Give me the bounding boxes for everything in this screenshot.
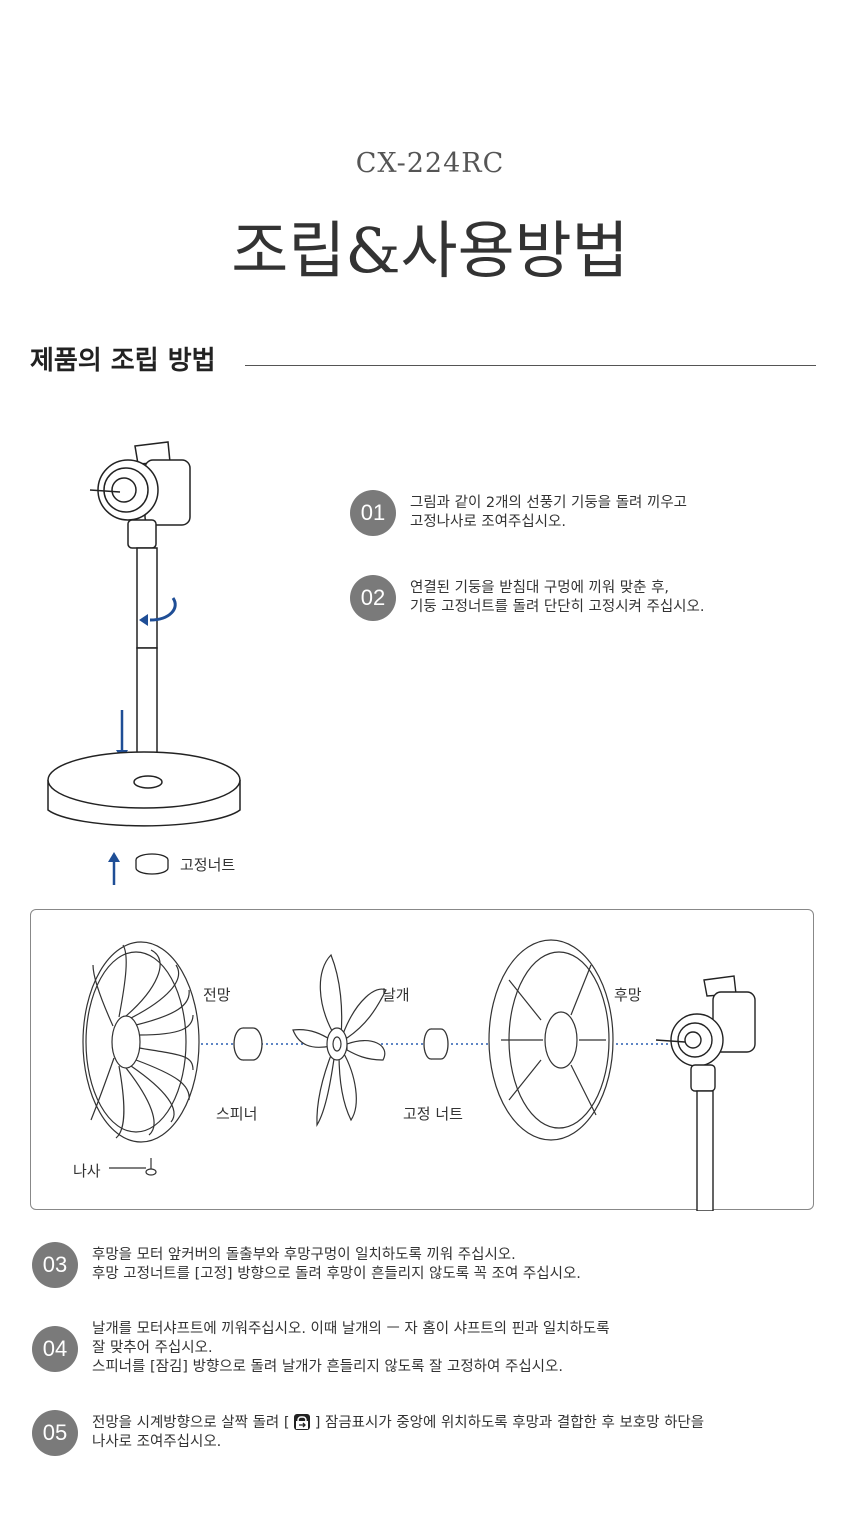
fixing-nut-part-label: 고정 너트 (403, 1105, 463, 1123)
step-line: 연결된 기둥을 받침대 구멍에 끼워 맞춘 후, (410, 580, 670, 596)
step-02: 02 연결된 기둥을 받침대 구멍에 끼워 맞춘 후, 기둥 고정너트를 돌려 … (350, 575, 704, 621)
step-01: 01 그림과 같이 2개의 선풍기 기둥을 돌려 끼우고 고정나사로 조여주십시… (350, 490, 687, 536)
step-number-badge: 02 (350, 575, 396, 621)
parts-diagram-box: 전망 날개 후망 스피너 고정 너트 나사 (30, 909, 814, 1211)
step-line: 전망을 시계방향으로 살짝 돌려 [ ] 잠금표시가 중앙에 위치하도록 후망과… (92, 1414, 704, 1433)
step-text: 그림과 같이 2개의 선풍기 기둥을 돌려 끼우고 고정나사로 조여주십시오. (410, 494, 687, 532)
step-number-badge: 05 (32, 1410, 78, 1456)
step-number-badge: 03 (32, 1242, 78, 1288)
step-line: 잘 맞추어 주십시오. (92, 1340, 213, 1356)
step-number-badge: 01 (350, 490, 396, 536)
rear-guard-label: 후망 (614, 986, 642, 1004)
step-line: 그림과 같이 2개의 선풍기 기둥을 돌려 끼우고 (410, 495, 687, 511)
step-line: 고정나사로 조여주십시오. (410, 514, 566, 530)
step-line: 후망 고정너트를 [고정] 방향으로 돌려 후망이 흔들리지 않도록 꼭 조여 … (92, 1266, 581, 1282)
step-line: 스피너를 [잠김] 방향으로 돌려 날개가 흔들리지 않도록 잘 고정하여 주십… (92, 1359, 563, 1375)
step-text: 날개를 모터샤프트에 끼워주십시오. 이때 날개의 ㅡ 자 홈이 샤프트의 핀과… (92, 1320, 610, 1377)
lock-icon (294, 1414, 311, 1430)
step-text: 전망을 시계방향으로 살짝 돌려 [ ] 잠금표시가 중앙에 위치하도록 후망과… (92, 1414, 704, 1452)
step-line: 나사로 조여주십시오. (92, 1434, 222, 1450)
stand-assembly-illustration (47, 441, 241, 885)
front-guard-label: 전망 (203, 986, 231, 1004)
model-number: CX-224RC (355, 148, 505, 179)
step-line-part: ] 잠금표시가 중앙에 위치하도록 후망과 결합한 후 보호망 하단을 (314, 1415, 705, 1431)
exploded-view-illustration (82, 939, 756, 1211)
section-divider (245, 365, 816, 366)
step-line: 날개를 모터샤프트에 끼워주십시오. 이때 날개의 ㅡ 자 홈이 샤프트의 핀과… (92, 1321, 610, 1337)
step-text: 후망을 모터 앞커버의 돌출부와 후망구멍이 일치하도록 끼워 주십시오. 후망… (92, 1246, 581, 1284)
step-04: 04 날개를 모터샤프트에 끼워주십시오. 이때 날개의 ㅡ 자 홈이 샤프트의… (32, 1320, 610, 1377)
step-text: 연결된 기둥을 받침대 구멍에 끼워 맞춘 후, 기둥 고정너트를 돌려 단단히… (410, 579, 704, 617)
step-line: 기둥 고정너트를 돌려 단단히 고정시켜 주십시오. (410, 599, 705, 615)
step-line-part: 전망을 시계방향으로 살짝 돌려 [ (92, 1415, 290, 1431)
step-05: 05 전망을 시계방향으로 살짝 돌려 [ ] 잠금표시가 중앙에 위치하도록 … (32, 1410, 704, 1456)
step-03: 03 후망을 모터 앞커버의 돌출부와 후망구멍이 일치하도록 끼워 주십시오.… (32, 1242, 581, 1288)
spinner-label: 스피너 (216, 1105, 258, 1123)
step-line: 후망을 모터 앞커버의 돌출부와 후망구멍이 일치하도록 끼워 주십시오. (92, 1247, 516, 1263)
blade-label: 날개 (382, 986, 410, 1004)
fixing-nut-label: 고정너트 (180, 856, 236, 874)
section-title: 제품의 조립 방법 (30, 346, 216, 376)
page-title: 조립&사용방법 (231, 214, 629, 287)
screw-label: 나사 (73, 1162, 101, 1180)
step-number-badge: 04 (32, 1325, 78, 1372)
